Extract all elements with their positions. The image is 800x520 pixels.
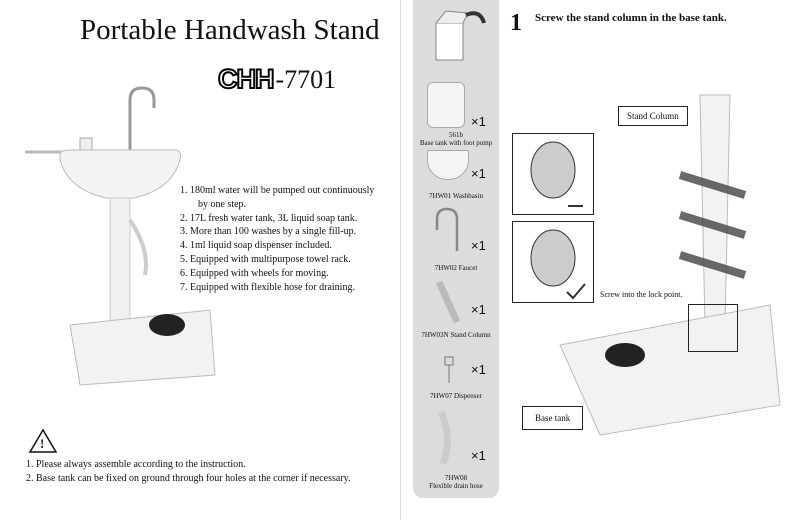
page-divider — [400, 0, 401, 520]
feature-item: 7. Equipped with flexible hose for drain… — [180, 281, 355, 293]
part-code: 7HW02 — [434, 264, 457, 272]
washbasin-part-image — [427, 150, 469, 180]
warning-triangle-icon: ! — [28, 428, 58, 459]
part-code: 7HW03N — [421, 331, 449, 339]
feature-item: 5. Equipped with multipurpose towel rack… — [180, 253, 351, 265]
part-label: 7HW02 Faucet — [413, 264, 499, 272]
part-qty: ×1 — [471, 238, 486, 253]
part-label: 7HW01 Washbasin — [413, 192, 499, 200]
note-item: 2. Base tank can be fixed on ground thro… — [26, 472, 351, 484]
part-qty: ×1 — [471, 302, 486, 317]
part-qty: ×1 — [471, 448, 486, 463]
part-name: Base tank with foot pump — [419, 139, 493, 147]
part-code: 561b — [449, 131, 463, 139]
feature-list: 1. 180ml water will be pumped out contin… — [180, 184, 374, 294]
handwash-stand-illustration — [25, 86, 216, 386]
stand-column-part-image — [435, 280, 461, 324]
feature-item: by one step. — [198, 198, 247, 210]
part-qty: ×1 — [471, 166, 486, 181]
part-code: 7HW07 — [430, 392, 453, 400]
part-code: 7HW08 — [444, 474, 468, 482]
part-label: 7HW07 Dispenser — [413, 392, 499, 400]
drain-hose-part-image — [437, 410, 451, 466]
stand-column-label: Stand Column — [618, 106, 688, 126]
part-qty: ×1 — [471, 362, 486, 377]
assembly-notes: 1. Please always assemble according to t… — [26, 458, 351, 485]
feature-item: 1. 180ml water will be pumped out contin… — [180, 185, 375, 196]
lock-point-highlight — [688, 304, 738, 352]
part-name: Stand Column — [450, 331, 491, 339]
part-name: Washbasin — [452, 192, 483, 200]
part-name: Dispenser — [453, 392, 482, 400]
lock-point-label: Screw into the lock point. — [600, 290, 683, 299]
feature-item: 4. 1ml liquid soap dispenser included. — [180, 240, 332, 252]
part-name: Flexible drain hose — [429, 482, 483, 490]
model-code: -7701 — [275, 64, 337, 94]
step-number: 1 — [510, 10, 522, 36]
model-number: CHH -7701 — [217, 63, 337, 95]
warning-symbol: ! — [40, 436, 45, 451]
step-instruction: Screw the stand column in the base tank. — [535, 12, 727, 24]
note-item: 1. Please always assemble according to t… — [26, 459, 246, 470]
inset-locked — [512, 221, 594, 303]
feature-item: 2. 17L fresh water tank, 3L liquid soap … — [180, 212, 358, 224]
feature-item: 3. More than 100 washes by a single fill… — [180, 226, 357, 238]
part-name: Faucet — [458, 264, 478, 272]
part-qty: ×1 — [471, 114, 486, 129]
brand-logo: CHH — [217, 63, 275, 95]
dispenser-part-image — [444, 356, 454, 383]
faucet-part-image — [435, 207, 459, 251]
base-tank-part-image — [427, 82, 465, 128]
base-tank-label: Base tank — [522, 406, 584, 430]
inset-unlocked — [512, 133, 594, 215]
part-code: 7HW01 — [429, 192, 452, 200]
assembly-illustration — [559, 94, 781, 436]
page-title: Portable Handwash Stand — [80, 14, 380, 46]
feature-item: 6. Equipped with wheels for moving. — [180, 267, 329, 279]
package-box-icon — [435, 10, 486, 61]
part-label: 7HW03N Stand Column — [413, 331, 499, 339]
